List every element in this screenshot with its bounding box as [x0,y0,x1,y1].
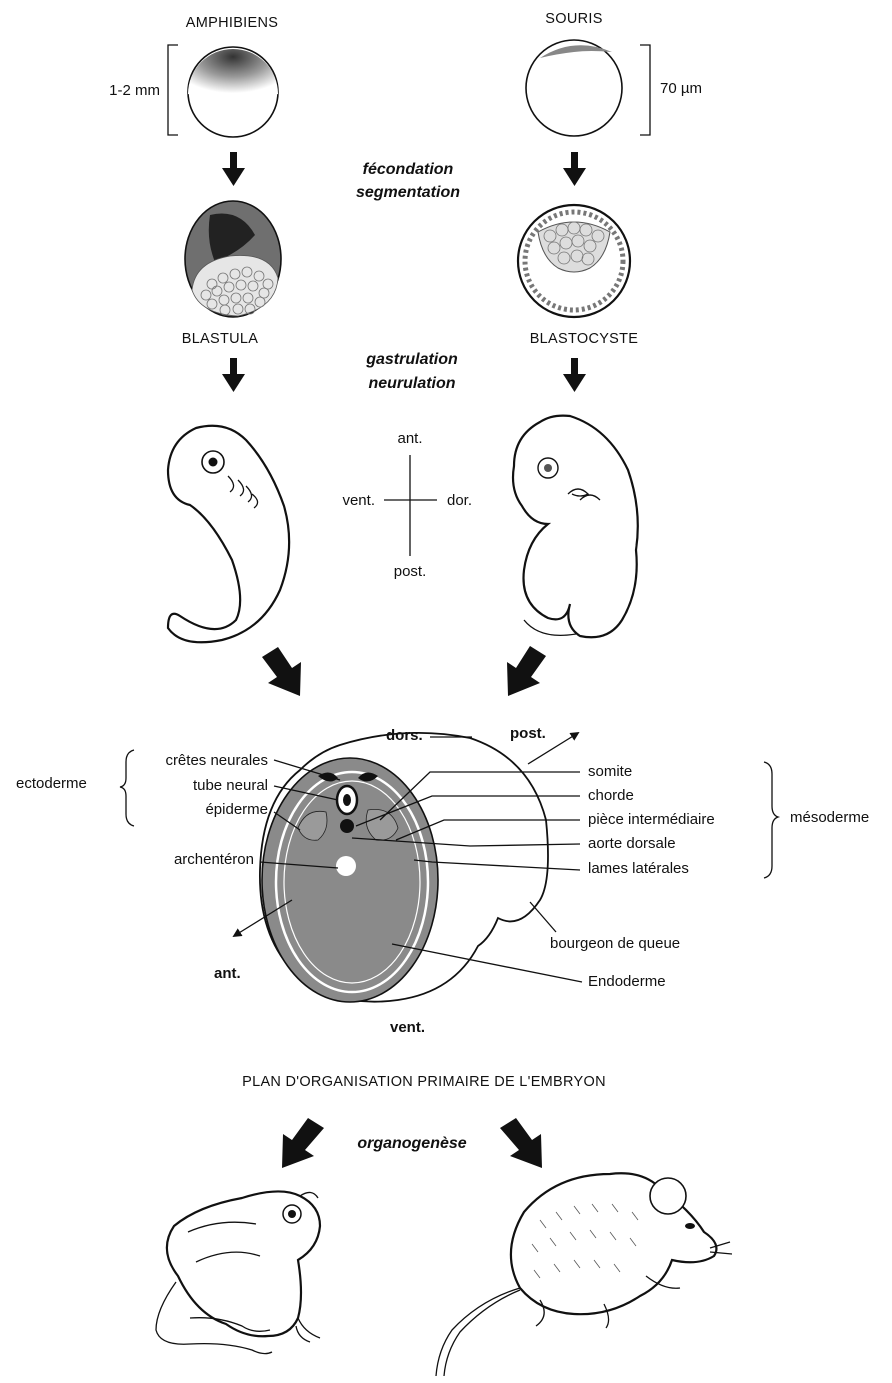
mouse-egg [526,40,622,136]
section-ant-label: ant. [214,965,241,982]
embryo-section [260,733,548,1002]
organo-arrow-right [500,1118,542,1168]
amphibian-embryo [168,426,289,643]
down-arrow-right-2 [563,358,586,392]
label-piece-intermediaire: pièce intermédiaire [588,811,715,828]
blastula [185,201,281,317]
frog [156,1191,320,1353]
label-aorte-dorsale: aorte dorsale [588,835,676,852]
label-lames-laterales: lames latérales [588,860,689,877]
label-cretes-neurales: crêtes neurales [165,752,268,769]
blastula-label: BLASTULA [182,331,259,347]
label-epiderme: épiderme [205,801,268,818]
label-endoderme: Endoderme [588,973,666,990]
leader-bourgeon [530,902,556,932]
step2-line2: neurulation [368,375,455,392]
section-dors-label: dors. [386,727,423,744]
axis-vent: vent. [342,492,375,509]
organo-arrow-left [282,1118,324,1168]
blastocyste-label: BLASTOCYSTE [530,331,639,347]
blastocyst [518,205,630,317]
label-bourgeon-de-queue: bourgeon de queue [550,935,680,952]
section-post-label: post. [510,725,546,742]
ectoderme-brace [120,750,134,826]
section-vent-label: vent. [390,1019,425,1036]
step2-line1: gastrulation [365,351,458,368]
axis-cross [384,455,437,556]
step1-line2: segmentation [356,184,460,201]
amphibian-size-label: 1-2 mm [109,82,160,99]
diag-arrow-right [507,646,546,696]
size-bracket-right [640,45,650,135]
axis-post: post. [394,563,427,580]
amphibiens-title: AMPHIBIENS [186,15,278,31]
down-arrow-left-2 [222,358,245,392]
size-bracket-left [168,45,178,135]
mouse-size-label: 70 µm [660,80,702,97]
mouse [436,1173,732,1376]
step1-line1: fécondation [363,161,454,178]
axis-dor: dor. [447,492,472,509]
label-somite: somite [588,763,632,780]
label-archenteron: archentéron [174,851,254,868]
axis-ant: ant. [397,430,422,447]
mouse-embryo [513,416,638,638]
mesoderme-brace [764,762,778,878]
diag-arrow-left [262,647,301,696]
down-arrow-right-1 [563,152,586,186]
mesoderme-group-label: mésoderme [790,809,869,826]
label-tube-neural: tube neural [193,777,268,794]
souris-title: SOURIS [545,11,602,27]
down-arrow-left-1 [222,152,245,186]
amphibian-egg [188,47,278,137]
plan-title: PLAN D'ORGANISATION PRIMAIRE DE L'EMBRYO… [242,1074,606,1090]
ectoderme-group-label: ectoderme [16,775,87,792]
label-chorde: chorde [588,787,634,804]
step3-label: organogenèse [357,1135,466,1152]
